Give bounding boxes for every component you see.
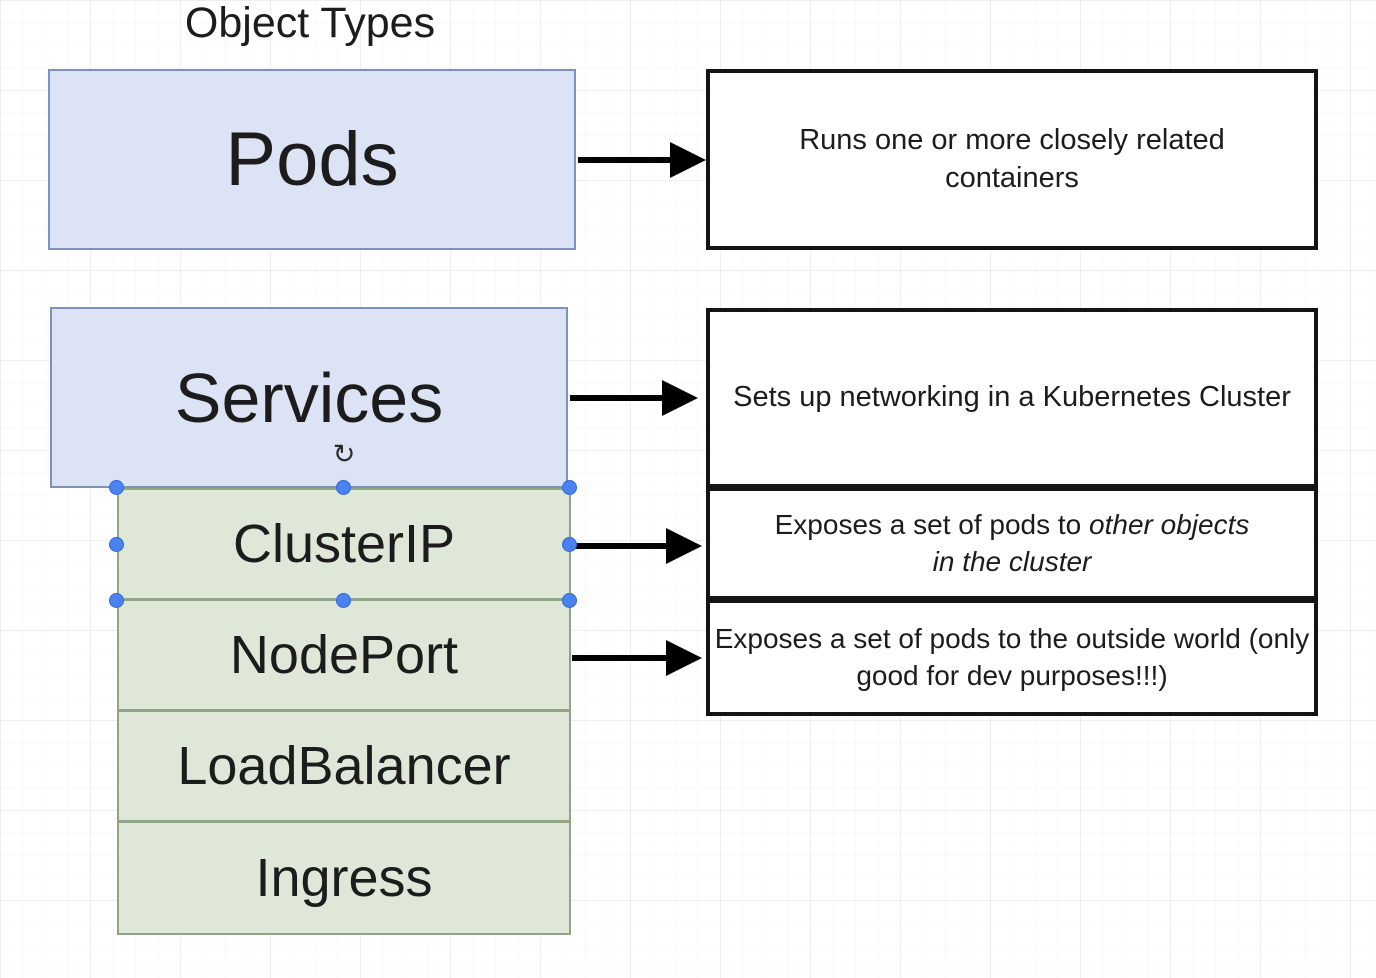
nodeport-label: NodePort [229, 625, 459, 685]
selection-handle-mid-left[interactable] [109, 537, 124, 552]
connector-arrow-services[interactable] [570, 380, 698, 416]
service-type-row-loadbalancer[interactable]: LoadBalancer [119, 712, 569, 823]
rotation-handle-icon[interactable]: ↻ [332, 439, 356, 470]
description-box-pods[interactable]: Runs one or more closely related contain… [706, 69, 1318, 250]
service-type-row-clusterip[interactable]: ClusterIP [119, 490, 569, 601]
selection-handle-top-right[interactable] [562, 480, 577, 495]
selection-handle-bottom-left[interactable] [109, 593, 124, 608]
clusterip-description-italic: other objects in the cluster [932, 509, 1250, 577]
clusterip-description-normal: Exposes a set of pods to [774, 509, 1090, 541]
description-box-services[interactable]: Sets up networking in a Kubernetes Clust… [706, 308, 1318, 488]
services-description-text: Sets up networking in a Kubernetes Clust… [733, 381, 1291, 414]
nodeport-description-text: Exposes a set of pods to the outside wor… [714, 623, 1310, 691]
service-type-row-ingress[interactable]: Ingress [119, 823, 569, 933]
description-box-clusterip[interactable]: Exposes a set of pods to other objects i… [706, 487, 1318, 600]
pods-description-text: Runs one or more closely related contain… [799, 123, 1225, 194]
selection-handle-top-center[interactable] [336, 480, 351, 495]
description-box-nodeport[interactable]: Exposes a set of pods to the outside wor… [706, 599, 1318, 716]
selection-handle-mid-right[interactable] [562, 537, 577, 552]
connector-arrow-nodeport[interactable] [572, 640, 702, 676]
diagram-title[interactable]: Object Types [184, 0, 436, 47]
services-shape[interactable]: Services [50, 307, 568, 488]
selection-handle-bottom-center[interactable] [336, 593, 351, 608]
connector-arrow-clusterip[interactable] [572, 528, 702, 564]
connector-arrow-pods[interactable] [578, 142, 706, 178]
loadbalancer-label: LoadBalancer [177, 736, 511, 796]
ingress-label: Ingress [255, 848, 433, 908]
clusterip-label: ClusterIP [232, 514, 456, 574]
selection-handle-bottom-right[interactable] [562, 593, 577, 608]
service-type-row-nodeport[interactable]: NodePort [119, 601, 569, 712]
selection-handle-top-left[interactable] [109, 480, 124, 495]
clusterip-description-text: Exposes a set of pods to other objects i… [762, 507, 1262, 580]
services-shape-label: Services [174, 358, 444, 437]
pods-shape[interactable]: Pods [48, 69, 576, 250]
pods-shape-label: Pods [225, 117, 399, 202]
service-types-stack: ClusterIP NodePort LoadBalancer Ingress [117, 488, 571, 935]
